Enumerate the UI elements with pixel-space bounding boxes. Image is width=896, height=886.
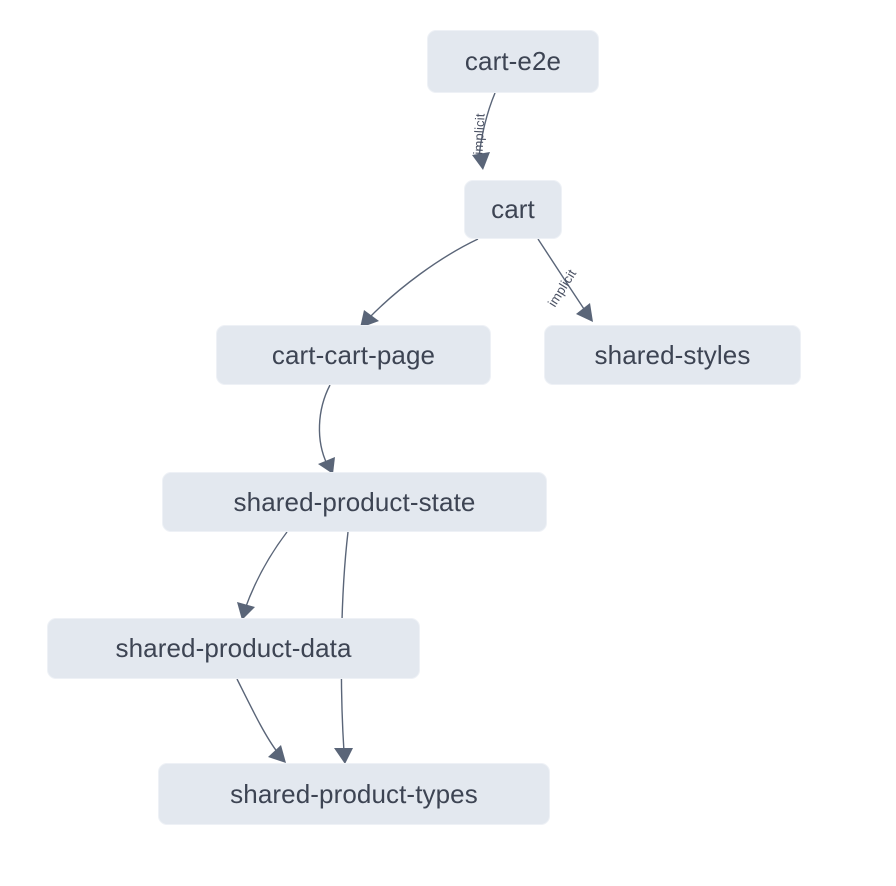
edge-line: [236, 678, 279, 754]
graph-edge: [472, 92, 496, 170]
graph-edge: [318, 384, 335, 474]
graph-node-cart-cart-page[interactable]: cart-cart-page: [216, 325, 491, 385]
graph-edge: [237, 531, 288, 620]
edge-arrowhead-icon: [237, 602, 255, 620]
edge-arrowhead-icon: [360, 310, 379, 328]
graph-node-shared-styles[interactable]: shared-styles: [544, 325, 801, 385]
edge-arrowhead-icon: [472, 152, 490, 170]
graph-edge: [360, 238, 479, 328]
graph-node-cart-e2e[interactable]: cart-e2e: [427, 30, 599, 93]
edge-arrowhead-icon: [334, 748, 353, 764]
graph-node-shared-product-state[interactable]: shared-product-state: [162, 472, 547, 532]
edge-line: [367, 238, 479, 320]
graph-edge: [236, 678, 286, 763]
edge-line: [478, 92, 496, 159]
graph-node-shared-product-types[interactable]: shared-product-types: [158, 763, 550, 825]
edge-line: [318, 384, 331, 465]
graph-edge: [537, 238, 593, 322]
edge-line: [244, 531, 288, 610]
edge-label: implicit: [470, 112, 488, 156]
graph-node-cart[interactable]: cart: [464, 180, 562, 239]
edge-arrowhead-icon: [268, 745, 286, 763]
graph-node-shared-product-data[interactable]: shared-product-data: [47, 618, 420, 679]
edge-line: [537, 238, 587, 313]
edge-arrowhead-icon: [318, 457, 335, 474]
edge-arrowhead-icon: [576, 303, 593, 322]
